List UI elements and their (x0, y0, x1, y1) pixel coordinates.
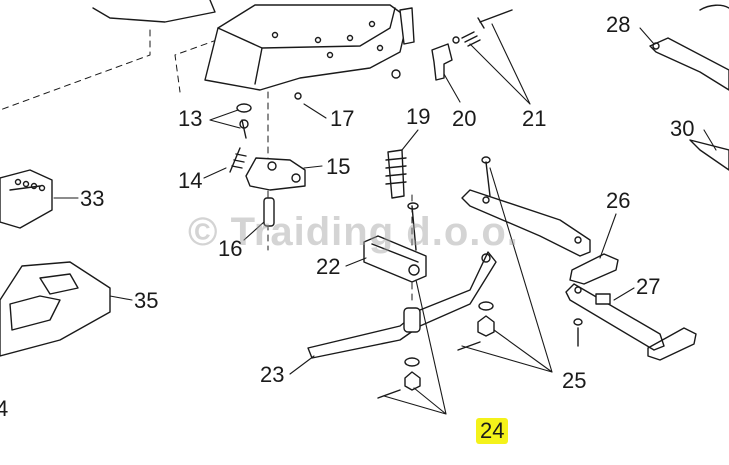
leader-17 (303, 103, 327, 119)
part-15-lever (245, 157, 306, 191)
part-23-lever-arm (307, 251, 497, 359)
part-24-hardware (377, 357, 421, 399)
leader-16 (243, 221, 265, 241)
callout-24-highlighted: 24 (476, 418, 509, 444)
leader-27 (613, 287, 635, 301)
part-33-switch (0, 169, 53, 229)
leader-13 (209, 109, 241, 129)
callout-27: 27 (636, 274, 661, 299)
part-19-bellows (385, 149, 407, 199)
part-20-bracket (391, 7, 453, 81)
callout-19: 19 (406, 104, 431, 129)
part-28-bracket (649, 4, 729, 91)
callout-30: 30 (670, 116, 695, 141)
callout-15: 15 (326, 154, 351, 179)
callout-14: 14 (178, 168, 203, 193)
callout-21: 21 (522, 106, 547, 131)
callout-4: 4 (0, 396, 9, 421)
leader-22 (345, 257, 367, 267)
callout-16: 16 (218, 236, 243, 261)
leader-25 (461, 167, 553, 373)
leader-14 (203, 167, 227, 179)
leader-15 (303, 165, 323, 169)
leader-20 (443, 73, 461, 103)
callout-26: 26 (606, 188, 631, 213)
callout-28: 28 (606, 12, 631, 37)
leader-30 (703, 129, 717, 151)
leader-23 (289, 355, 315, 375)
part-27-plate (565, 283, 697, 361)
leader-lines (53, 23, 717, 415)
part-13-14-hardware (229, 92, 302, 173)
upper-housing (92, 0, 409, 91)
leader-24 (383, 279, 447, 415)
callout-17: 17 (330, 106, 355, 131)
callout-35: 35 (134, 288, 159, 313)
part-21-screw (452, 9, 513, 47)
leader-21 (469, 23, 531, 105)
watermark-text: © Traiding d.o.o. (188, 210, 519, 254)
callout-25: 25 (562, 368, 587, 393)
callout-13: 13 (178, 106, 203, 131)
part-35-housing (0, 261, 111, 357)
part-22-block (363, 202, 427, 283)
leader-28 (639, 27, 655, 45)
callout-22: 22 (316, 254, 341, 279)
part-30-frame (689, 139, 729, 171)
part-26-handle (569, 253, 619, 285)
callout-20: 20 (452, 106, 477, 131)
part-16-pin (263, 197, 275, 227)
leader-26 (599, 213, 617, 259)
callout-23: 23 (260, 362, 285, 387)
leader-35 (109, 295, 133, 301)
callout-33: 33 (80, 186, 105, 211)
leader-19 (401, 129, 419, 151)
